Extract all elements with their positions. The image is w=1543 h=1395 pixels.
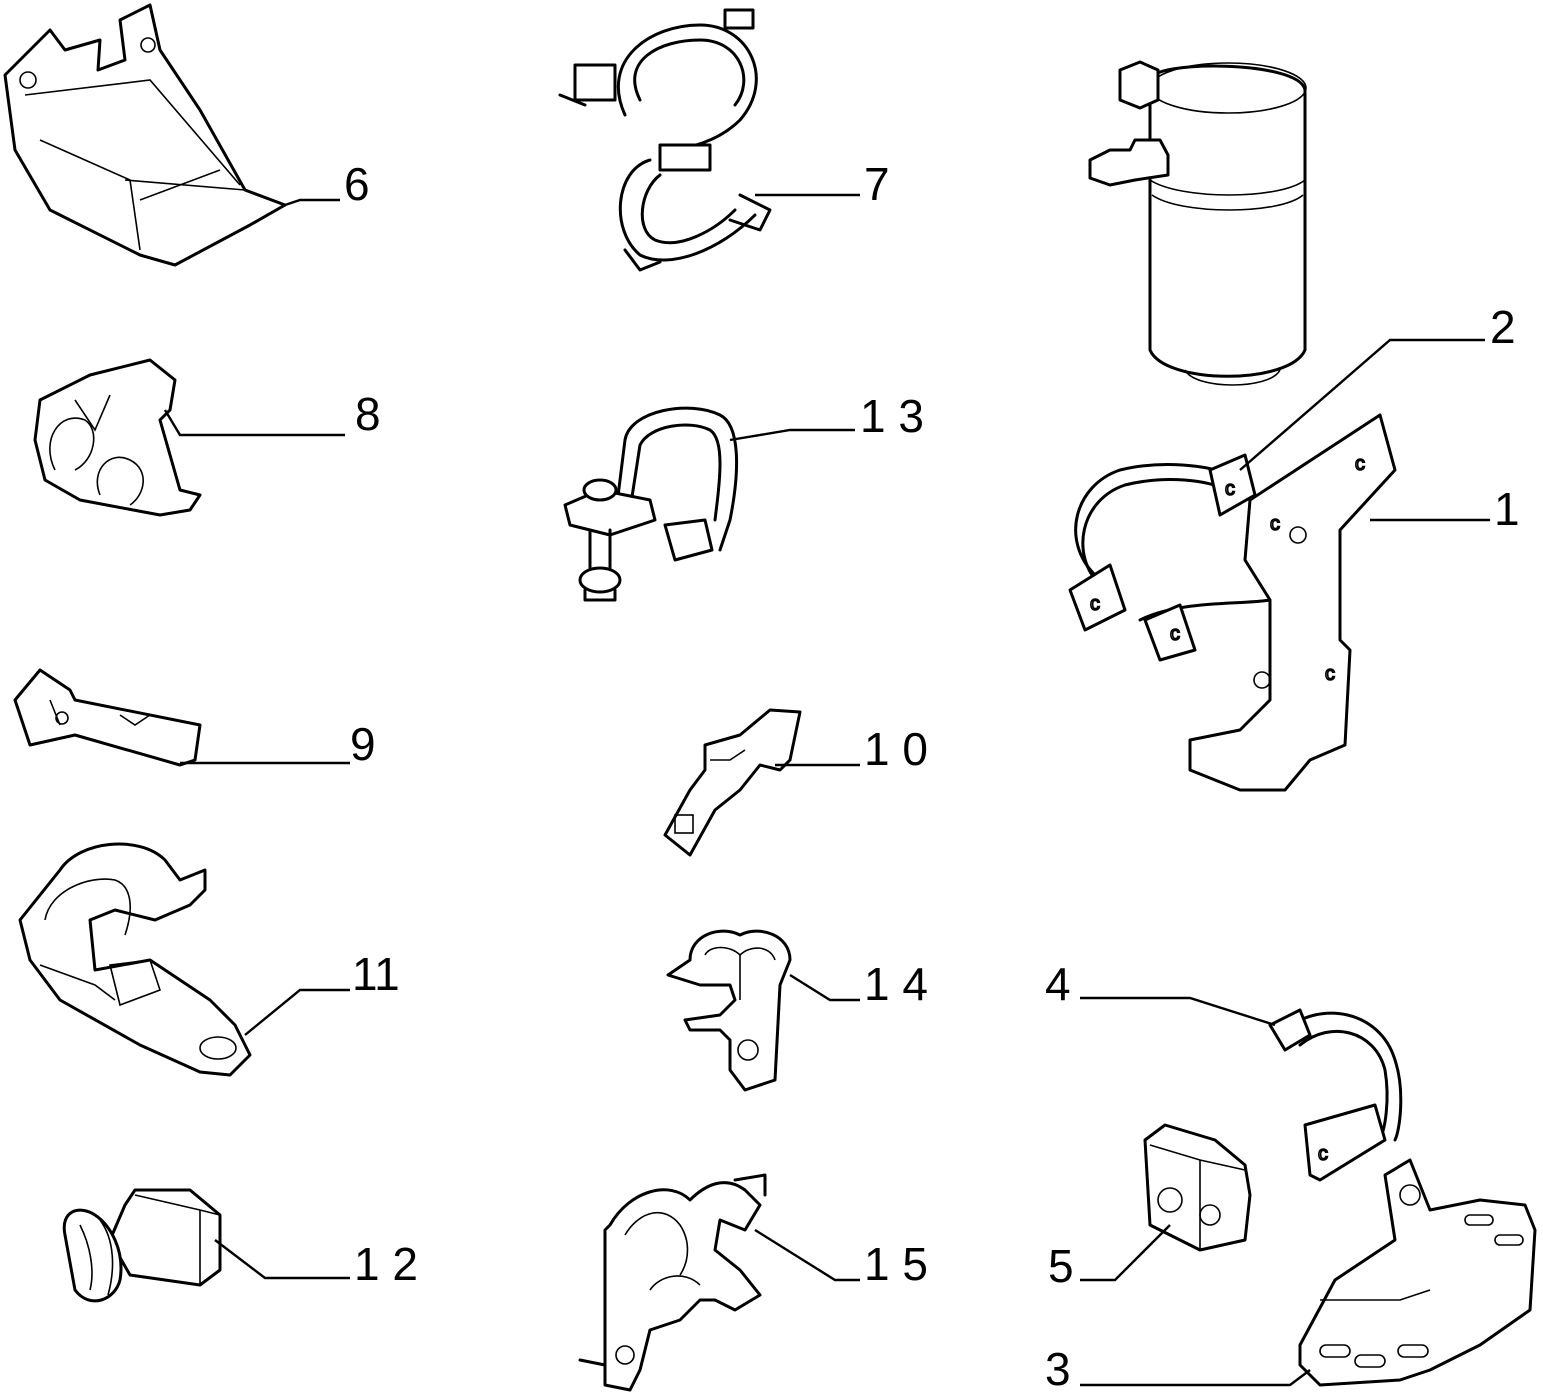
- part-12-rubber-clip[interactable]: [62, 1188, 222, 1303]
- part-10-spring-clip[interactable]: [663, 708, 802, 857]
- svg-text:c: c: [1090, 593, 1100, 615]
- svg-text:c: c: [1270, 513, 1280, 535]
- part-4-strap[interactable]: c: [1268, 1008, 1403, 1182]
- leader-11: [244, 988, 350, 1036]
- callout-4: 4: [1045, 958, 1071, 1010]
- leader-15: [754, 1228, 860, 1282]
- callout-14: 1 4: [864, 958, 928, 1010]
- part-1-bracket[interactable]: c c c c: [1138, 413, 1397, 792]
- part-6-cover[interactable]: [3, 3, 287, 267]
- leader-13: [729, 428, 855, 442]
- callout-2: 2: [1490, 301, 1516, 353]
- callout-7: 7: [864, 158, 890, 210]
- svg-text:c: c: [1170, 623, 1180, 645]
- receiver-drier[interactable]: [1088, 60, 1307, 386]
- part-13-clamp-stud[interactable]: [563, 406, 738, 602]
- leader-6: [284, 198, 340, 207]
- callout-6: 6: [344, 158, 370, 210]
- callout-5: 5: [1048, 1240, 1074, 1292]
- leader-5: [1080, 1224, 1171, 1282]
- callout-12: 1 2: [354, 1238, 418, 1290]
- callout-13: 1 3: [860, 390, 924, 442]
- callout-3: 3: [1045, 1343, 1071, 1395]
- part-15-bracket-clip[interactable]: [578, 1173, 767, 1392]
- leader-2: [1239, 338, 1485, 471]
- leader-8: [163, 409, 345, 437]
- leader-3: [1080, 1369, 1311, 1387]
- callout-11: 11: [352, 948, 400, 1000]
- svg-text:c: c: [1355, 453, 1365, 475]
- callout-15: 1 5: [864, 1238, 928, 1290]
- part-5-rubber-block[interactable]: [1143, 1123, 1252, 1252]
- part-8-multi-clip[interactable]: [33, 358, 202, 517]
- part-14-twin-clip[interactable]: [666, 929, 792, 1092]
- part-7-double-clip[interactable]: [558, 8, 772, 272]
- part-11-p-clamp[interactable]: [18, 842, 252, 1077]
- callout-1: 1: [1494, 483, 1520, 535]
- leader-4: [1080, 996, 1276, 1027]
- svg-text:c: c: [1225, 478, 1235, 500]
- part-3-plate-bracket[interactable]: [1298, 1158, 1537, 1387]
- callout-9: 9: [350, 718, 376, 770]
- leader-14: [789, 973, 860, 1002]
- svg-text:c: c: [1318, 1143, 1328, 1165]
- part-9-tab-clip[interactable]: [13, 668, 202, 767]
- callout-10: 1 0: [864, 723, 928, 775]
- callout-8: 8: [355, 388, 381, 440]
- leader-12: [214, 1239, 350, 1280]
- svg-text:c: c: [1325, 663, 1335, 685]
- part-2-strap-band[interactable]: c c: [1068, 453, 1257, 632]
